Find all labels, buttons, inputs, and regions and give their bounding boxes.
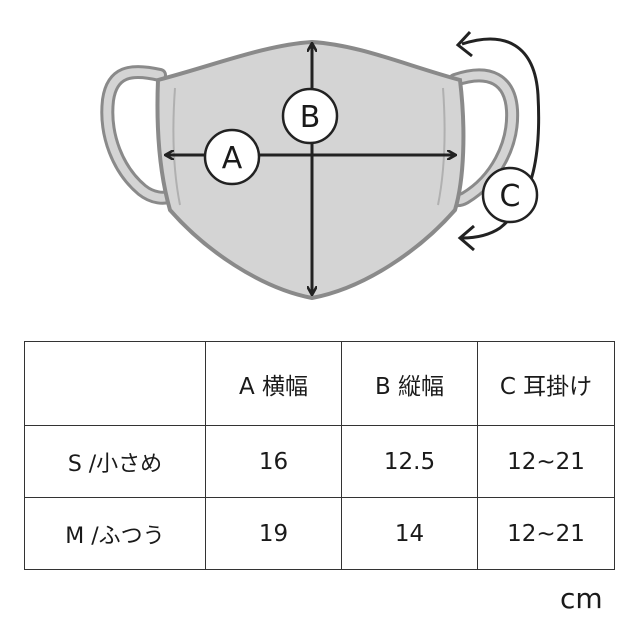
- mask-size-diagram: A B C: [100, 30, 541, 301]
- label-a: A: [203, 128, 261, 186]
- mask-body: [155, 39, 466, 301]
- cell-m-b: 14: [341, 497, 478, 570]
- arrow-c-head-bottom: [457, 224, 475, 252]
- cell-s-a: 16: [205, 425, 342, 498]
- left-ear-loop-inner: [103, 68, 176, 202]
- mask-seam-left: [172, 87, 181, 206]
- header-a-width: A 横幅: [205, 341, 342, 426]
- cell-m-c: 12~21: [477, 497, 615, 570]
- size-s: S /小さめ: [24, 425, 206, 498]
- size-table: A 横幅 B 縦幅 C 耳掛け S /小さめ 16 12.5 12~21 M /…: [24, 341, 615, 570]
- cell-m-a: 19: [205, 497, 342, 570]
- header-c-ear: C 耳掛け: [477, 341, 615, 426]
- header-b-height: B 縦幅: [341, 341, 478, 426]
- arrow-c-ear: [461, 37, 541, 240]
- table-row: M /ふつう 19 14 12~21: [24, 497, 615, 570]
- label-c: C: [481, 166, 539, 224]
- svg-text:C: C: [500, 179, 521, 214]
- label-b: B: [281, 87, 339, 145]
- size-m: M /ふつう: [24, 497, 206, 570]
- mask-seam-right: [437, 87, 446, 206]
- header-empty: [24, 341, 206, 426]
- cell-s-b: 12.5: [341, 425, 478, 498]
- arrow-c-head-top: [455, 30, 473, 58]
- unit-label: cm: [560, 582, 603, 615]
- svg-text:A: A: [222, 141, 243, 176]
- table-header-row: A 横幅 B 縦幅 C 耳掛け: [24, 341, 615, 426]
- cell-s-c: 12~21: [477, 425, 615, 498]
- svg-text:B: B: [300, 100, 321, 135]
- table-row: S /小さめ 16 12.5 12~21: [24, 425, 615, 498]
